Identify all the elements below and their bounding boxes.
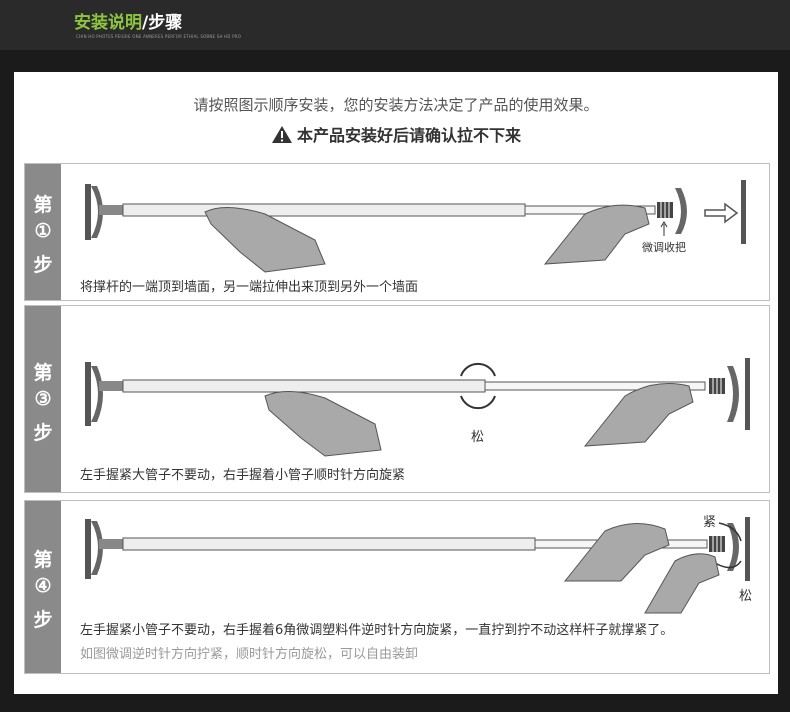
step-3-illustration bbox=[85, 358, 750, 457]
rotate-arrow-top-icon bbox=[460, 362, 496, 377]
warning-icon bbox=[271, 126, 292, 143]
rotate-arrow-bottom-icon bbox=[460, 395, 496, 410]
pointer-arrow-icon bbox=[660, 221, 668, 228]
step-1-label-top: 第 bbox=[33, 194, 53, 216]
left-wall bbox=[85, 519, 91, 579]
step-4-label-num: ④ bbox=[34, 575, 52, 597]
adjust-knob bbox=[709, 536, 725, 552]
left-end-cap bbox=[91, 521, 103, 575]
step-4-illustration bbox=[85, 517, 750, 614]
step-3-label-top: 第 bbox=[33, 362, 53, 384]
title-suffix: 步骤 bbox=[148, 13, 183, 33]
right-wall bbox=[745, 358, 750, 430]
push-arrow-icon bbox=[704, 202, 739, 224]
step-4-annotation-loose: 松 bbox=[739, 589, 753, 604]
step-3-description: 左手握紧大管子不要动，右手握着小管子顺时针方向旋紧 bbox=[80, 468, 406, 483]
step-4-note: 如图微调逆时针方向拧紧，顺时针方向旋松，可以自由装卸 bbox=[80, 647, 419, 662]
grip bbox=[99, 381, 123, 391]
step-4-label-top: 第 bbox=[33, 549, 53, 571]
header-subtitle: CHIN HO PHOTES PEIGRE ONE ANNERES PERFOR… bbox=[76, 34, 242, 39]
instruction-panel: 请按照图示顺序安装，您的安装方法决定了产品的使用效果。 本产品安装好后请确认拉不… bbox=[14, 72, 778, 694]
step-4-label-bottom: 步 bbox=[33, 609, 53, 631]
right-end-cap bbox=[727, 366, 739, 422]
title-slash: / bbox=[142, 13, 149, 33]
step-4-annotation-tight: 紧 bbox=[703, 515, 717, 530]
step-1-description: 将撑杆的一端顶到墙面，另一端拉伸出来顶到另外一个墙面 bbox=[80, 280, 419, 295]
warning-text: 本产品安装好后请确认拉不下来 bbox=[296, 126, 521, 145]
left-wall bbox=[85, 362, 91, 426]
left-hand-icon bbox=[264, 391, 382, 457]
adjust-knob bbox=[709, 378, 725, 394]
step-1-label-bottom: 步 bbox=[33, 254, 53, 276]
right-hand-icon bbox=[583, 383, 694, 447]
warning-line: 本产品安装好后请确认拉不下来 bbox=[14, 122, 778, 146]
step-1-label: 第 ① 步 bbox=[25, 164, 61, 300]
left-hand-icon bbox=[563, 523, 670, 582]
step-3-annotation: 松 bbox=[471, 430, 485, 445]
intro-text: 请按照图示顺序安装，您的安装方法决定了产品的使用效果。 bbox=[193, 96, 599, 114]
adjust-knob bbox=[657, 202, 673, 218]
right-hand-icon bbox=[543, 204, 650, 265]
step-3: 第 ③ 步 松 左手握紧大管子不要动，右手握着小管子顺时针方向旋紧 bbox=[24, 305, 770, 493]
small-tube bbox=[484, 381, 706, 391]
right-wall bbox=[741, 180, 746, 244]
step-4-label: 第 ④ 步 bbox=[25, 501, 61, 673]
large-tube bbox=[122, 203, 526, 217]
large-tube bbox=[122, 537, 536, 551]
step-1-annotation: 微调收把 bbox=[642, 241, 686, 254]
tighten-arrow-icon bbox=[718, 522, 742, 542]
step-3-label-num: ③ bbox=[34, 388, 52, 410]
step-1-illustration bbox=[85, 180, 746, 273]
step-3-label-bottom: 步 bbox=[33, 422, 53, 444]
step-3-label: 第 ③ 步 bbox=[25, 306, 61, 492]
left-wall bbox=[85, 184, 91, 240]
left-end-cap bbox=[91, 186, 103, 238]
title-main: 安装说明 bbox=[74, 13, 142, 33]
step-1: 第 ① 步 微调收把 将撑杆的一端顶到墙面，另一端拉伸出来顶到另外一个墙面 bbox=[24, 163, 770, 301]
header-bar: 安装说明/步骤 CHIN HO PHOTES PEIGRE ONE ANNERE… bbox=[0, 0, 790, 50]
step-1-label-num: ① bbox=[34, 220, 52, 242]
step-4: 第 ④ 步 紧 松 左手握紧小管子不要动，右手握着6角微调塑料件逆时针方向旋紧，… bbox=[24, 500, 770, 674]
left-hand-icon bbox=[204, 207, 326, 273]
large-tube bbox=[122, 379, 486, 393]
left-end-cap bbox=[91, 366, 103, 422]
page-title: 安装说明/步骤 bbox=[74, 8, 182, 33]
right-hand-icon bbox=[644, 553, 720, 614]
loosen-arrow-icon bbox=[714, 560, 742, 569]
grip bbox=[99, 205, 123, 215]
right-end-cap bbox=[675, 188, 687, 234]
grip bbox=[99, 539, 123, 549]
right-wall bbox=[745, 517, 750, 581]
step-4-description: 左手握紧小管子不要动，右手握着6角微调塑料件逆时针方向旋紧，一直拧到拧不动这样杆… bbox=[80, 623, 674, 638]
right-end-cap bbox=[727, 523, 739, 571]
